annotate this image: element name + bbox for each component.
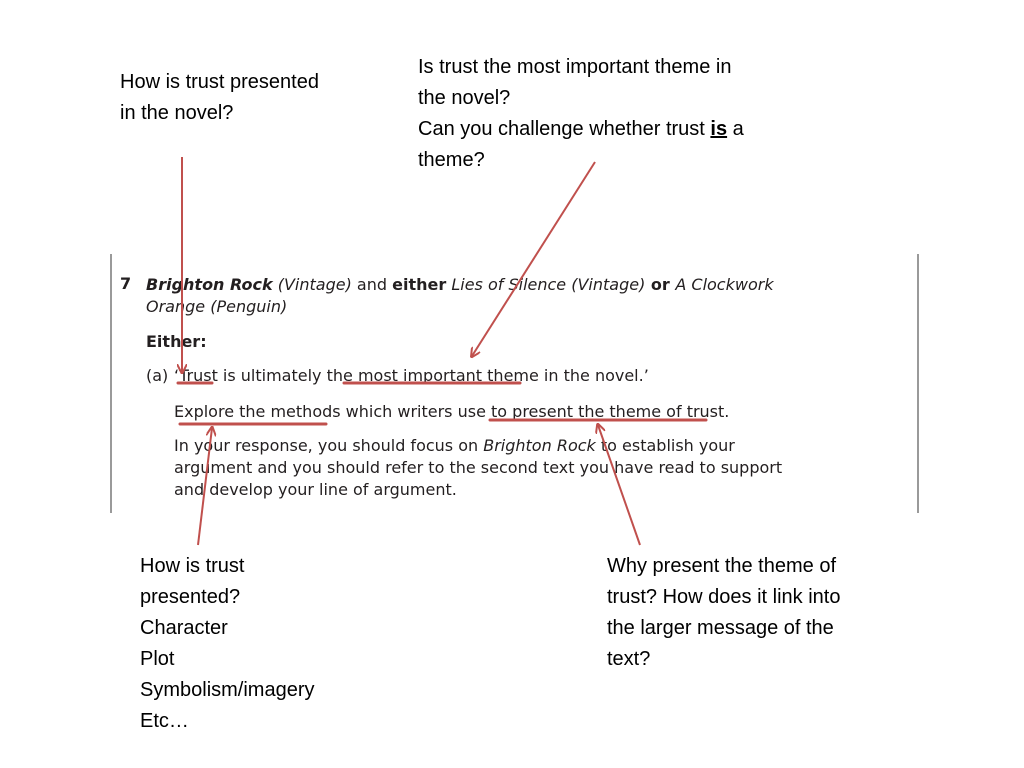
note-line: Is trust the most important theme in xyxy=(418,56,732,78)
either-heading: Either: xyxy=(146,332,207,351)
note-line: Character xyxy=(140,617,228,639)
arrow-to-important-theme xyxy=(472,161,596,356)
part-label: (a) xyxy=(146,366,169,385)
response-text: to establish your argument and you shoul… xyxy=(174,436,783,499)
or-word: or xyxy=(645,275,676,294)
title-brighton-rock-ref: Brighton Rock xyxy=(483,436,596,455)
note-methods: How is trust presented? Character Plot S… xyxy=(140,551,314,737)
connector: and xyxy=(351,275,393,294)
response-guidance: In your response, you should focus on Br… xyxy=(174,435,814,501)
note-emphasis: is xyxy=(710,118,728,140)
note-why-present: Why present the theme of trust? How does… xyxy=(607,551,840,675)
arrow-to-present-theme xyxy=(598,425,641,546)
note-line: the larger message of the xyxy=(607,617,834,639)
note-line: Why present the theme of xyxy=(607,555,837,577)
either-word: either xyxy=(392,275,447,294)
note-text: Can you challenge whether trust xyxy=(418,118,711,140)
note-line: theme? xyxy=(418,149,485,171)
note-line-challenge: Can you challenge whether trust is a xyxy=(418,114,744,145)
note-line: How is trust presented xyxy=(120,71,319,93)
note-line: presented? xyxy=(140,586,241,608)
note-text: a xyxy=(727,118,744,140)
instruction: Explore the methods which writers use to… xyxy=(174,402,730,421)
note-how-trust-presented: How is trust presented in the novel? xyxy=(120,67,319,129)
note-most-important-theme: Is trust the most important theme in the… xyxy=(418,52,744,176)
title-brighton-rock: Brighton Rock xyxy=(146,275,273,294)
note-line: How is trust xyxy=(140,555,245,577)
title-lies-of-silence: Lies of Silence (Vintage) xyxy=(446,275,646,294)
note-line: Symbolism/imagery xyxy=(140,679,315,701)
note-line: text? xyxy=(607,648,651,670)
note-line: trust? How does it link into xyxy=(607,586,841,608)
note-line: Etc… xyxy=(140,710,189,732)
publisher: (Vintage) xyxy=(272,275,352,294)
note-line: in the novel? xyxy=(120,102,234,124)
note-line: Plot xyxy=(140,648,175,670)
quote: ‘Trust is ultimately the most important … xyxy=(174,366,649,385)
response-text: In your response, you should focus on xyxy=(174,436,484,455)
note-line: the novel? xyxy=(418,87,511,109)
question-number: 7 xyxy=(120,274,132,293)
arrow-to-methods xyxy=(197,428,212,546)
